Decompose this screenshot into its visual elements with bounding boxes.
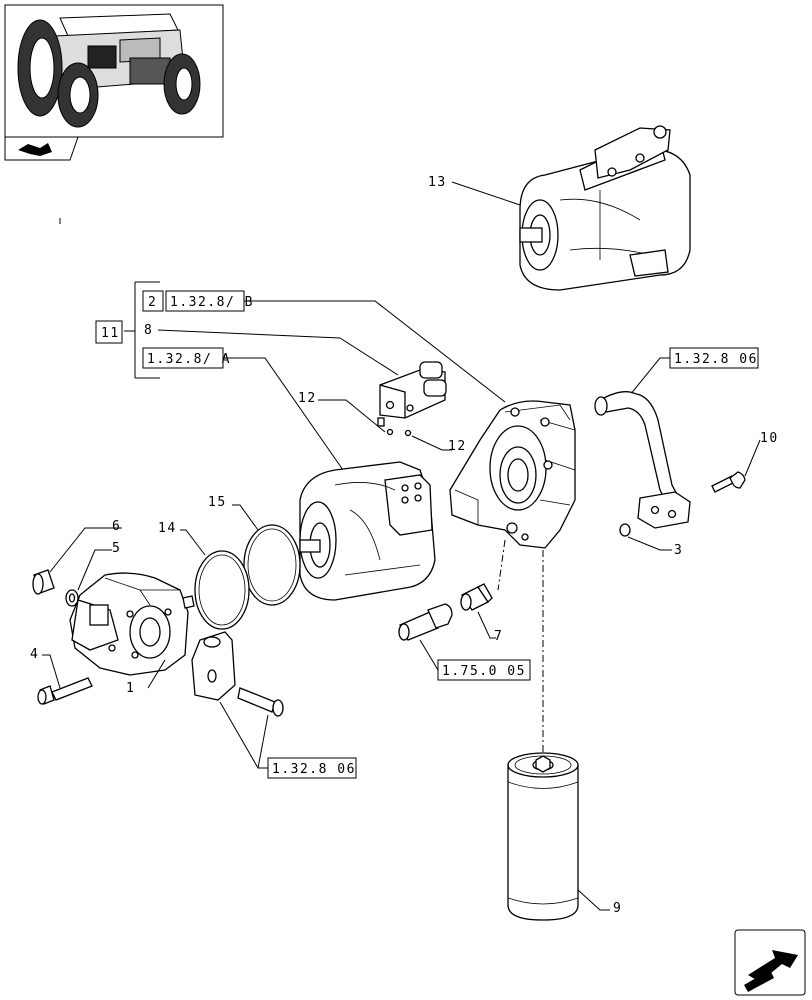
- leader-ref-pipe: [629, 357, 670, 396]
- callout-10: 10: [760, 431, 779, 446]
- callout-5: 5: [112, 541, 121, 556]
- callout-11: 11: [101, 326, 120, 341]
- valve-block-8: [377, 361, 447, 437]
- leader-5: [77, 549, 112, 591]
- plug-7: [460, 583, 493, 611]
- callout-3: 3: [674, 543, 683, 558]
- filter-cartridge-9: [507, 752, 579, 921]
- leader-sensor: [419, 639, 439, 671]
- pump-assembly-13: [519, 125, 691, 291]
- bolt-10: [711, 471, 746, 493]
- pump-housing-2: [449, 400, 576, 549]
- gear-pump-1: [69, 572, 195, 676]
- tractor-thumbnail[interactable]: [4, 4, 224, 138]
- leader-13: [451, 181, 521, 206]
- main-pump-body: [299, 461, 436, 601]
- callout-2: 2: [148, 295, 157, 310]
- ref-1.32.8-a[interactable]: 1.32.8/ A: [147, 352, 231, 367]
- pipe-fitting: [594, 391, 691, 529]
- callout-1: 1: [126, 681, 135, 696]
- next-page-arrow-icon[interactable]: [734, 929, 806, 996]
- leader-bracket-b: [257, 714, 269, 769]
- ref-1.32.8-06-bottom[interactable]: 1.32.8 06: [272, 762, 356, 777]
- leader-bracket-a: [219, 701, 268, 769]
- callout-box-2: [142, 290, 164, 312]
- callout-4: 4: [30, 647, 39, 662]
- callout-14: 14: [158, 521, 177, 536]
- ref-box-sensor[interactable]: [437, 659, 531, 681]
- bolt-4: [37, 677, 93, 705]
- callout-15: 15: [208, 495, 227, 510]
- callout-8: 8: [144, 323, 153, 338]
- plug-6: [32, 569, 55, 595]
- ref-box-bottom[interactable]: [267, 757, 357, 779]
- callout-12b: 12: [448, 439, 467, 454]
- o-ring-14: [194, 550, 250, 630]
- callout-13: 13: [428, 175, 447, 190]
- leader-15: [232, 504, 259, 531]
- ref-1.32.8-06-pipe[interactable]: 1.32.8 06: [674, 352, 758, 367]
- leader-ref-a: [223, 357, 351, 481]
- leader-12a: [318, 399, 386, 433]
- callout-7: 7: [494, 629, 503, 644]
- arrow-nav-icon[interactable]: [4, 136, 79, 161]
- leader-3: [627, 536, 672, 551]
- leader-9: [577, 889, 610, 911]
- callout-9: 9: [613, 901, 622, 916]
- leader-4: [42, 654, 61, 689]
- leader-1: [147, 659, 166, 689]
- ref-1.75.0-05[interactable]: 1.75.0 05: [442, 664, 526, 679]
- leader-2: [244, 300, 506, 403]
- leader-10: [744, 439, 761, 477]
- centerline-sensor: [497, 539, 506, 591]
- pressure-sensor: [398, 603, 453, 641]
- leader-12b: [411, 435, 452, 451]
- leader-7: [477, 611, 496, 639]
- leader-8: [157, 329, 399, 376]
- o-ring-15: [243, 524, 301, 606]
- leader-6: [49, 527, 122, 573]
- o-ring-3: [619, 523, 631, 537]
- callout-box-11: [95, 320, 123, 344]
- callout-12a: 12: [298, 391, 317, 406]
- reference-bracket-11: [124, 281, 160, 379]
- leader-14: [180, 529, 206, 556]
- callout-6: 6: [112, 519, 121, 534]
- ref-1.32.8-b[interactable]: 1.32.8/ B: [170, 295, 254, 310]
- mounting-bracket: [191, 631, 284, 717]
